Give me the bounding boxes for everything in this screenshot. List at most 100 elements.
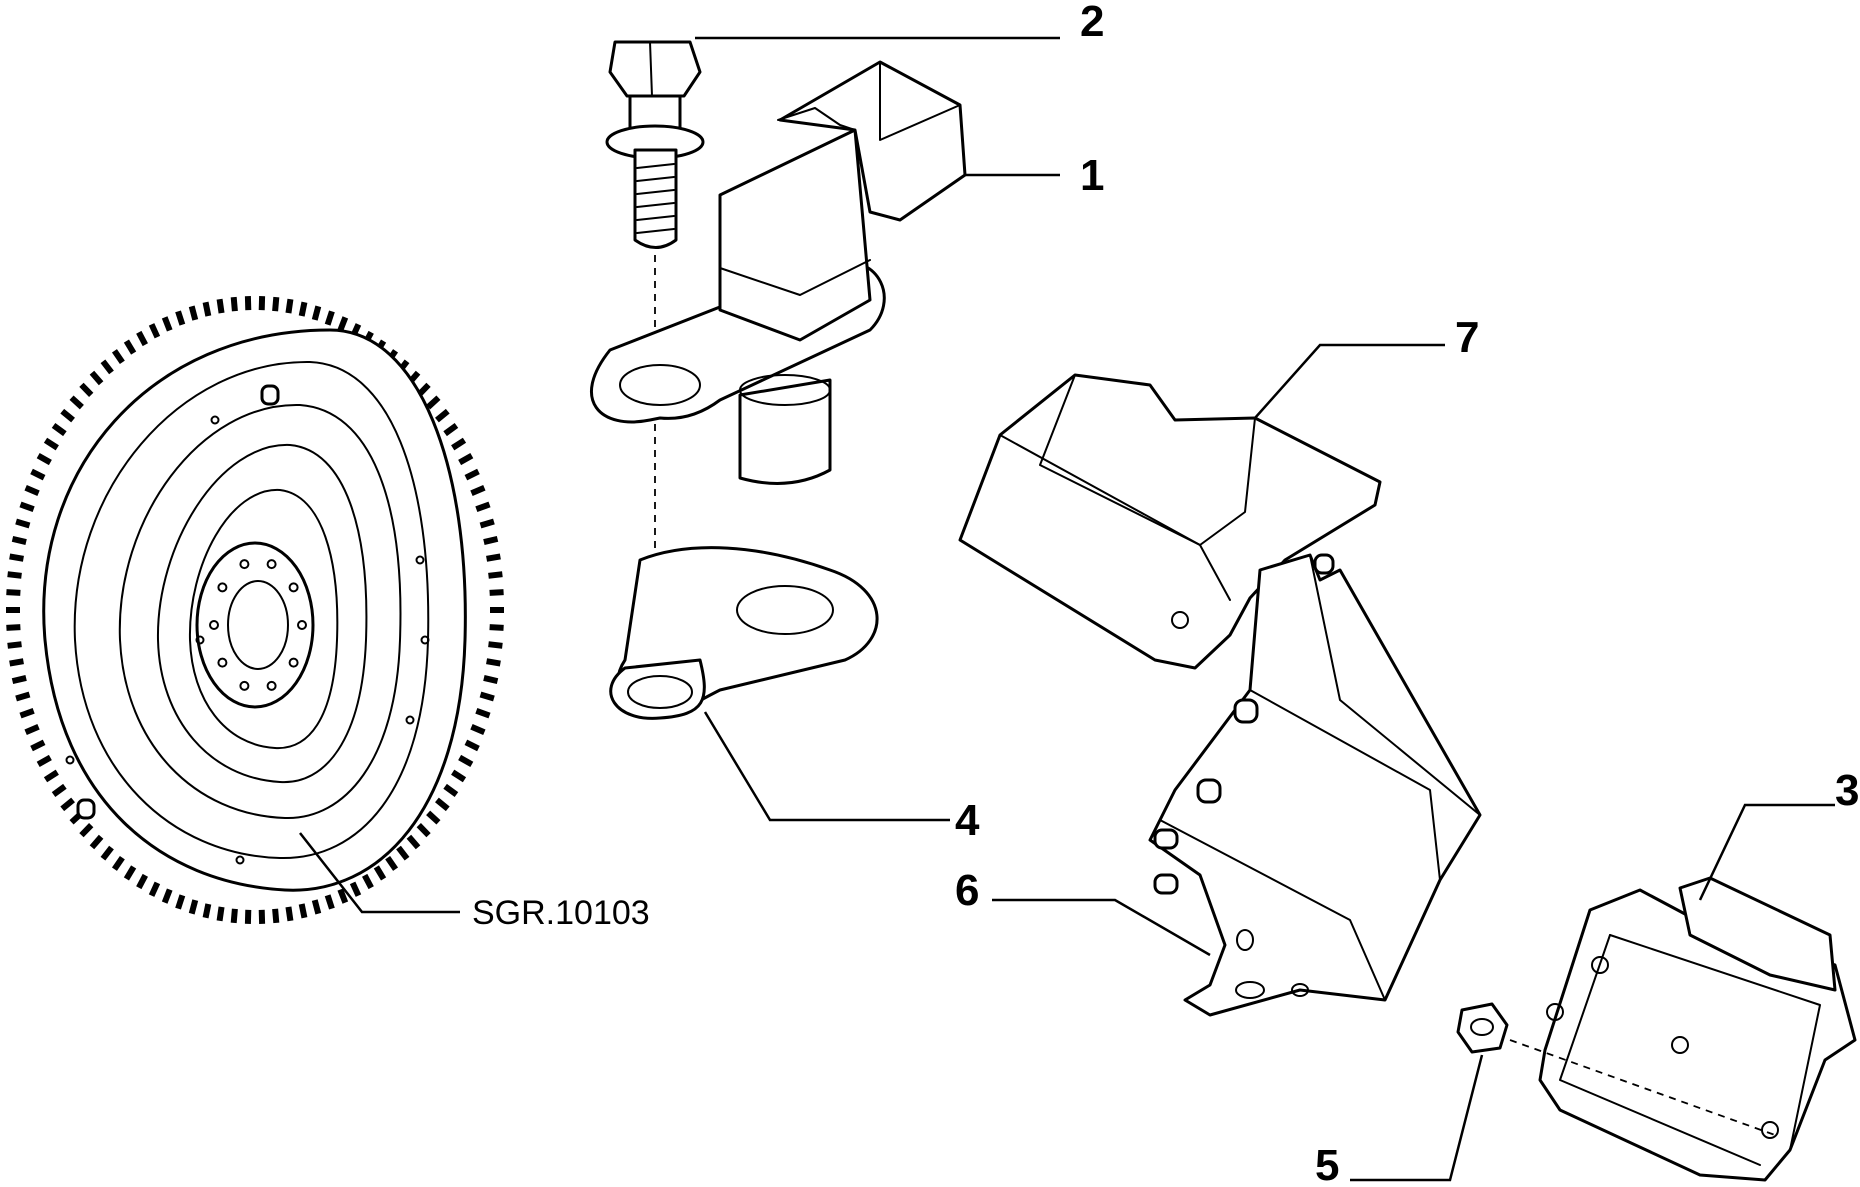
bolt-head-flat	[649, 41, 653, 97]
gear-tooth	[311, 899, 322, 915]
rim-hole	[415, 555, 425, 565]
crankshaft-sensor[interactable]	[590, 60, 967, 485]
sensor-body-edge	[719, 259, 871, 296]
bracket-hole-1	[1235, 981, 1265, 999]
bracket-stud-5	[1313, 553, 1335, 575]
rim-hole	[235, 855, 245, 865]
rim-hole	[65, 755, 75, 765]
ecu-face	[1609, 934, 1821, 1151]
bracket-fold-1	[1249, 689, 1441, 881]
gear-tooth	[19, 707, 35, 719]
nut-bore	[1470, 1018, 1494, 1036]
gear-tooth	[470, 724, 486, 735]
gear-tooth	[451, 437, 467, 451]
flywheel-rim-inner	[73, 360, 430, 860]
gear-tooth	[175, 894, 186, 910]
gear-tooth	[272, 296, 280, 312]
gear-tooth	[136, 330, 148, 347]
flywheel-ring-gear-teeth	[6, 296, 504, 924]
callout-4: 4	[955, 796, 980, 845]
connector-edge	[879, 61, 961, 141]
gear-tooth	[285, 906, 294, 922]
gear-tooth	[451, 769, 467, 783]
gear-tooth	[36, 754, 52, 768]
thread-line	[636, 228, 675, 234]
bracket-stud-1	[1233, 698, 1259, 724]
reference-label: SGR.10103	[472, 894, 650, 932]
gear-tooth	[89, 370, 104, 386]
gear-tooth	[100, 845, 114, 861]
gear-tooth	[79, 823, 94, 838]
gear-tooth	[464, 468, 480, 481]
gear-tooth	[51, 423, 67, 437]
nut-body	[1456, 1002, 1509, 1054]
bolt-head	[608, 40, 702, 98]
sensor-bolt[interactable]	[605, 40, 705, 249]
hub-bolt-hole	[217, 582, 228, 593]
flywheel-rim-holes	[65, 415, 430, 865]
flywheel-hub	[195, 541, 315, 709]
rim-hole	[420, 635, 430, 645]
heat-shield[interactable]	[958, 373, 1382, 670]
gear-tooth	[111, 349, 125, 365]
ecu-hole-4	[1671, 1036, 1689, 1054]
leader-4	[703, 711, 950, 822]
bracket-stud-3	[1153, 828, 1179, 850]
control-unit[interactable]	[1538, 876, 1857, 1182]
ecu-hole-1	[1546, 1003, 1564, 1021]
callout-1: 1	[1080, 151, 1104, 200]
gear-tooth	[443, 423, 459, 437]
gear-tooth	[373, 865, 387, 881]
hub-bolt-hole	[239, 680, 250, 691]
gear-tooth	[30, 468, 46, 481]
sensor-spacer[interactable]	[609, 546, 879, 720]
gear-tooth	[298, 301, 308, 317]
gear-tooth	[385, 855, 399, 871]
gear-tooth	[230, 908, 238, 924]
rim-hole	[405, 715, 415, 725]
hub-bolt-hole	[288, 582, 299, 593]
gear-tooth	[479, 691, 495, 702]
gear-tooth	[488, 641, 503, 649]
gear-tooth	[298, 903, 308, 919]
gear-tooth	[483, 535, 499, 545]
gear-tooth	[489, 589, 504, 596]
hub-bolt-hole	[266, 680, 277, 691]
gear-tooth	[60, 408, 75, 423]
leader-3	[1698, 803, 1835, 901]
gear-tooth	[475, 707, 491, 719]
gear-tooth	[6, 624, 21, 631]
flywheel-dowel-bottom	[76, 798, 96, 820]
gear-tooth	[458, 452, 474, 466]
gear-tooth	[79, 382, 94, 397]
gear-tooth	[30, 739, 46, 752]
hub-bolt-hole	[266, 559, 277, 570]
flywheel[interactable]	[6, 296, 504, 924]
gear-tooth	[202, 903, 212, 919]
bracket-hole-3	[1291, 983, 1309, 997]
ecu-bracket[interactable]	[1148, 553, 1482, 1017]
flywheel-bolt-holes	[209, 559, 307, 691]
gear-tooth	[6, 589, 21, 596]
gear-tooth	[202, 301, 212, 317]
bolt-thread	[633, 148, 678, 249]
gear-tooth	[43, 437, 59, 451]
gear-tooth	[111, 855, 125, 871]
gear-tooth	[488, 571, 503, 579]
gear-tooth	[148, 323, 161, 339]
spacer-hole-small	[627, 675, 693, 709]
gear-tooth	[337, 316, 349, 332]
thread-line	[636, 163, 675, 169]
gear-tooth	[362, 873, 374, 890]
gear-tooth	[51, 783, 67, 797]
gear-tooth	[24, 485, 40, 496]
leader-7	[1254, 343, 1445, 419]
ecu-nut[interactable]	[1456, 1002, 1509, 1054]
gear-tooth	[272, 908, 280, 924]
sensor-tip-edge	[739, 374, 831, 406]
ecu-face-2	[1559, 934, 1761, 1166]
gear-tooth	[175, 310, 186, 326]
gear-tooth	[60, 797, 75, 812]
gear-tooth	[15, 518, 31, 529]
gear-tooth	[15, 691, 31, 702]
